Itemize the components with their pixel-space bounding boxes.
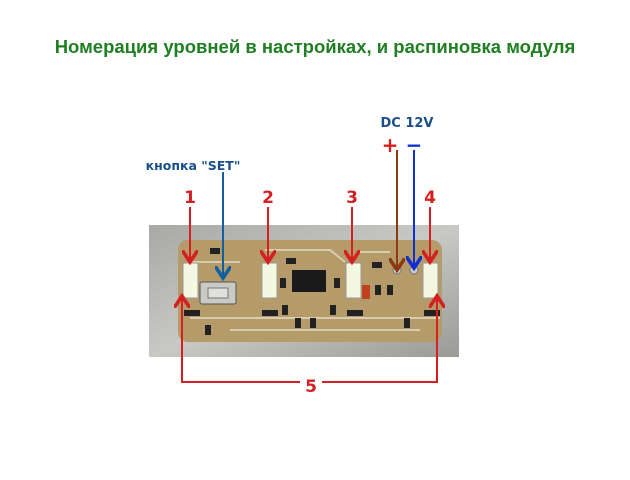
level-2-label: 2 — [262, 188, 274, 208]
diagram-title: Номерация уровней в настройках, и распин… — [54, 36, 576, 57]
arrow-level-5-left — [182, 298, 300, 383]
led-4 — [422, 262, 439, 299]
led-2 — [261, 262, 278, 299]
level-5-label: 5 — [305, 377, 317, 397]
ic-chip — [292, 270, 326, 292]
led-1 — [182, 262, 199, 299]
set-button-label: кнопка "SET" — [146, 158, 241, 173]
level-3-label: 3 — [346, 188, 358, 208]
led-3 — [345, 262, 362, 299]
arrow-level-5-right — [322, 298, 437, 383]
module-photo — [149, 225, 459, 357]
level-4-label: 4 — [424, 188, 436, 208]
power-label: DC 12V — [380, 116, 433, 131]
level-1-label: 1 — [184, 188, 196, 208]
minus-label: − — [406, 133, 423, 157]
plus-label: + — [382, 133, 399, 157]
